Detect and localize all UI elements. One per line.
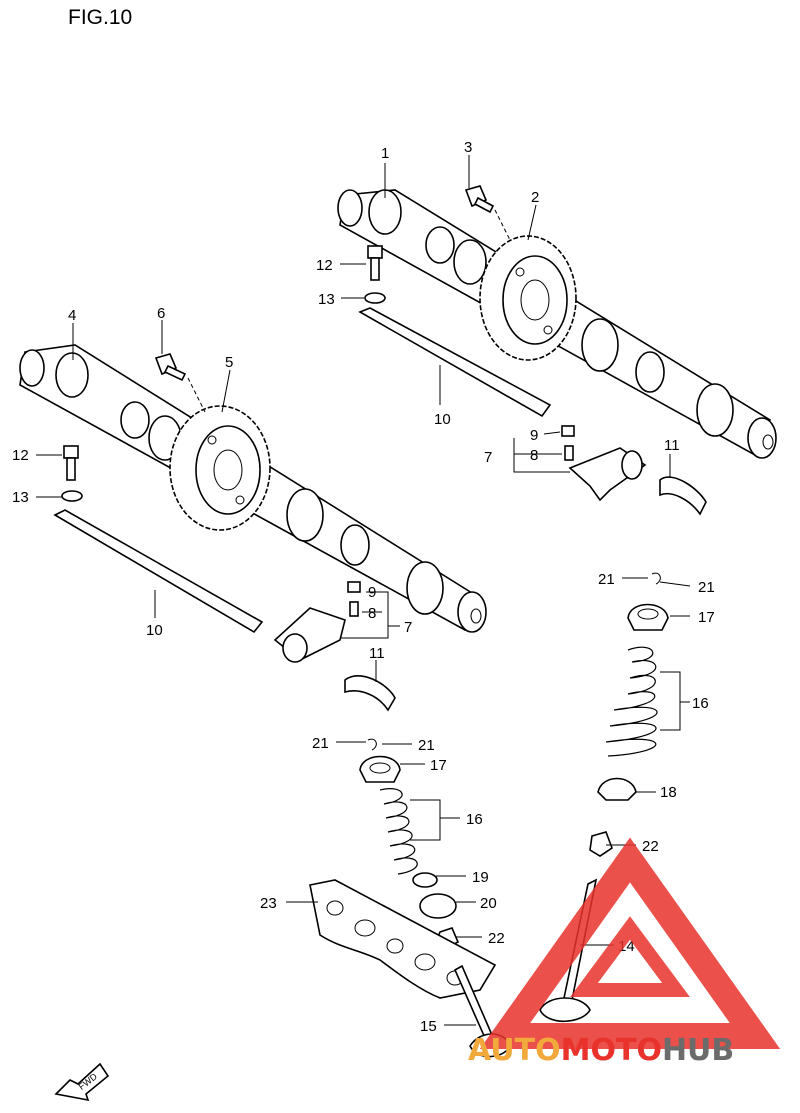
valve-stem-seal-right <box>589 831 613 857</box>
leader-lines <box>36 155 691 1026</box>
callout-3: 3 <box>464 139 472 156</box>
callout-5: 5 <box>225 354 233 371</box>
callout-17-right: 17 <box>698 609 715 626</box>
bolt-lower <box>63 445 79 481</box>
callout-labels: 1 2 3 12 13 4 6 5 10 9 7 8 11 12 13 10 9… <box>12 139 715 1035</box>
callout-21-right-a: 21 <box>598 571 615 588</box>
callout-6: 6 <box>157 305 165 322</box>
callout-8-lower: 8 <box>368 605 376 622</box>
valve-guide-plate <box>309 879 497 999</box>
figure-title: FIG.10 <box>68 6 133 29</box>
callout-21-right-b: 21 <box>698 579 715 596</box>
valve-spring-retainer-left <box>359 738 401 783</box>
callout-9-upper: 9 <box>530 427 538 444</box>
rocker-shaft-upper <box>358 307 552 418</box>
watermark-hub: HUB <box>662 1033 734 1068</box>
watermark-moto: MOTO <box>561 1033 662 1068</box>
svg-text:AUTOMOTOHUB: AUTOMOTOHUB <box>468 1033 734 1068</box>
washer-upper <box>364 292 386 304</box>
watermark-auto: AUTO <box>468 1033 561 1068</box>
sprocket-bolt-upper <box>464 185 511 241</box>
callout-23: 23 <box>260 895 277 912</box>
sprocket-bolt-lower <box>154 353 206 413</box>
callout-21-left-a: 21 <box>312 735 329 752</box>
rocker-shaft-lower <box>53 509 264 634</box>
rocker-arm-upper <box>561 425 707 516</box>
callout-19: 19 <box>472 869 489 886</box>
cam-sprocket-lower <box>169 405 271 531</box>
callout-8-upper: 8 <box>530 447 538 464</box>
valve-spring-right <box>605 646 658 757</box>
valve-spring-left <box>379 788 418 875</box>
callout-7-lower: 7 <box>404 619 412 636</box>
callout-16-left: 16 <box>466 811 483 828</box>
callout-13-upper: 13 <box>318 291 335 308</box>
callout-16-right: 16 <box>692 695 709 712</box>
watermark-text: AUTOMOTOHUB <box>468 1033 734 1068</box>
callout-12-upper: 12 <box>316 257 333 274</box>
callout-12-lower: 12 <box>12 447 29 464</box>
bolt-upper <box>367 245 383 281</box>
callout-18: 18 <box>660 784 677 801</box>
cam-sprocket-upper <box>479 235 577 361</box>
callout-10-lower: 10 <box>146 622 163 639</box>
rocker-arm-lower <box>273 581 396 712</box>
forward-arrow-icon: FWD <box>54 1062 110 1102</box>
callout-15: 15 <box>420 1018 437 1035</box>
spring-seat-right <box>597 777 637 801</box>
callout-13-lower: 13 <box>12 489 29 506</box>
valve-washer-left <box>419 893 457 919</box>
callout-22-left: 22 <box>488 930 505 947</box>
callout-17-left: 17 <box>430 757 447 774</box>
callout-7-upper: 7 <box>484 449 492 466</box>
callout-21-left-b: 21 <box>418 737 435 754</box>
callout-11-upper: 11 <box>664 437 680 454</box>
callout-10-upper: 10 <box>434 411 451 428</box>
callout-11-lower: 11 <box>369 645 385 662</box>
watermark-logo <box>479 837 781 1049</box>
valve-spring-retainer-right <box>627 572 669 631</box>
washer-lower <box>61 490 83 502</box>
callout-4: 4 <box>68 307 76 324</box>
callout-22-right: 22 <box>642 838 659 855</box>
callout-2: 2 <box>531 189 539 206</box>
callout-9-lower: 9 <box>368 584 376 601</box>
callout-20: 20 <box>480 895 497 912</box>
spring-seat-left <box>412 872 438 888</box>
callout-1: 1 <box>381 145 389 162</box>
